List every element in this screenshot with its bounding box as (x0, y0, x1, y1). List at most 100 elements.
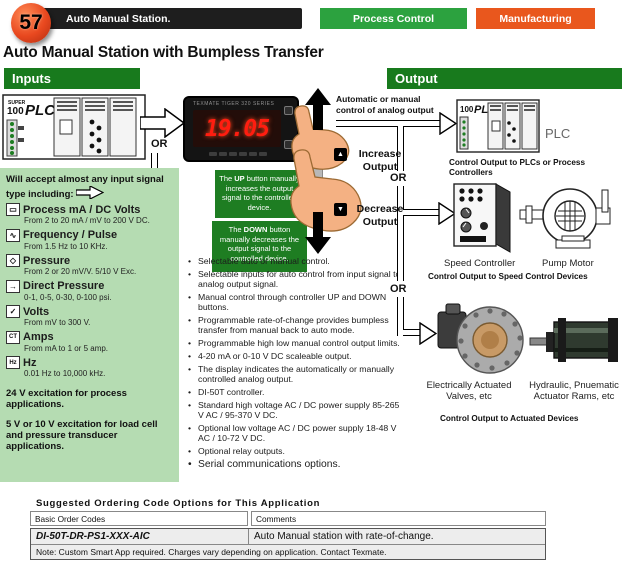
connector-v2 (397, 186, 404, 281)
signal-range: From 2 to 20 mA / mV to 200 V DC. (24, 216, 150, 225)
station-title-bar: Auto Manual Station. (30, 8, 302, 29)
accept-arrow-icon (75, 184, 105, 200)
signal-type-row: Hz Hz 0.01 Hz to 10,000 kHz. (6, 356, 174, 379)
ordering-table-header: Basic Order Codes Comments (30, 511, 546, 526)
output-plc-graphic: 100 PLC (456, 99, 540, 153)
output-plc-num: 100 (460, 105, 474, 114)
inputs-header-label: Inputs (12, 71, 51, 86)
speed-controller-label: Speed Controller (444, 258, 516, 269)
valves-label: Electrically Actuated Valves, etc (426, 380, 512, 402)
process-control-tag-label: Process Control (352, 12, 435, 25)
inputs-panel: Will accept almost any input signal type… (0, 168, 179, 482)
caption-speed: Control Output to Speed Control Devices (428, 272, 588, 281)
manufacturing-tag-label: Manufacturing (499, 12, 572, 25)
signal-name: Volts (23, 305, 50, 318)
feature-item: 4-20 mA or 0-10 V DC scaleable output. (184, 351, 402, 362)
order-comment: Auto Manual station with rate-of-change. (254, 531, 434, 542)
output-header-label: Output (395, 71, 438, 86)
excitation-note-24v: 24 V excitation for process applications… (6, 387, 127, 410)
page-number-badge: 57 (11, 3, 51, 43)
meter-brand-text: TEXMATE TIGER 320 SERIES (193, 101, 275, 107)
caption-plc: Control Output to PLCs or Process Contro… (449, 158, 586, 177)
accept-note-text: Will accept almost any input signal type… (6, 174, 164, 200)
meter-display-value: 19.05 (204, 115, 270, 142)
feature-list: Selectable auto or manual control. Selec… (184, 256, 402, 473)
plc-brand-num: 100 (7, 106, 24, 117)
signal-name: Hz (23, 356, 37, 369)
decrease-output-label: Decrease Output (356, 203, 404, 228)
ordering-table-body: DI-50T-DR-PS1-XXX-AIC Auto Manual statio… (30, 528, 546, 560)
output-or2-label: OR (390, 283, 407, 295)
volts-check-icon: ✓ (6, 305, 20, 318)
table-row: DI-50T-DR-PS1-XXX-AIC Auto Manual statio… (31, 529, 545, 544)
meter-up-button (284, 106, 293, 115)
page-number: 57 (19, 11, 43, 34)
signal-name: Direct Pressure (23, 280, 105, 292)
feature-item: Standard high voltage AC / DC power supp… (184, 400, 402, 421)
connector-valve-branch (403, 329, 420, 336)
up-note-key: UP (234, 174, 245, 183)
signal-range: 0-1, 0-5, 0-30, 0-100 psi. (24, 292, 112, 302)
actuator-ram-graphic (529, 318, 618, 362)
panel-meter-icon: ▭ (6, 203, 20, 216)
accept-note: Will accept almost any input signal type… (6, 174, 172, 200)
signal-type-row: ◇ Pressure From 2 or 20 mV/V. 5/10 V Exc… (6, 254, 174, 277)
meter-display: 19.05 (193, 110, 281, 147)
decrease-arrow-icon: ▼ (334, 203, 347, 216)
big-up-arrow-icon (305, 88, 331, 130)
arrowhead-to-plc-icon (439, 112, 457, 135)
ordering-table: Basic Order Codes Comments DI-50T-DR-PS1… (30, 511, 546, 560)
signal-type-row: → Direct Pressure 0-1, 0-5, 0-30, 0-100 … (6, 279, 174, 303)
up-note-post: button manually increases the output sig… (221, 174, 300, 212)
big-down-arrow-icon (305, 212, 331, 254)
signal-range: From mA to 1 or 5 amp. (24, 343, 109, 353)
signal-type-row: CT Amps From mA to 1 or 5 amp. (6, 330, 174, 354)
feature-item: Serial communications options. (184, 459, 402, 471)
plc-brand-name: PLC (25, 102, 56, 119)
inputs-section-header: Inputs (2, 68, 140, 89)
pulse-wave-icon: ∿ (6, 228, 20, 242)
plc-label: PLC (545, 126, 571, 141)
signal-range: From mV to 300 V. (24, 318, 91, 327)
connector-v1 (397, 126, 404, 171)
signal-name: Pressure (23, 254, 71, 267)
feature-item: Programmable high low manual control out… (184, 338, 402, 349)
caption-actuated: Control Output to Actuated Devices (440, 414, 579, 423)
connector-top-line (336, 120, 440, 127)
plc-brand-small: SUPER (8, 100, 26, 106)
feature-item: Optional low voltage AC / DC power suppl… (184, 423, 402, 444)
increase-output-label: Increase Output (358, 148, 402, 173)
feature-item: Selectable auto or manual control. (184, 256, 402, 267)
signal-name: Process mA / DC Volts (23, 203, 141, 216)
input-plc-graphic: SUPER 100 PLC (2, 94, 146, 160)
signal-range: From 2 or 20 mV/V. 5/10 V Exc. (24, 267, 137, 276)
plc-modules (53, 97, 137, 157)
increase-arrow-icon: ▲ (334, 148, 347, 161)
page-title: Auto Manual Station with Bumpless Transf… (3, 44, 324, 61)
signal-type-row: ∿ Frequency / Pulse From 1.5 Hz to 10 KH… (6, 228, 174, 252)
signal-type-row: ▭ Process mA / DC Volts From 2 to 20 mA … (6, 203, 174, 226)
decrease-output-row: ▼ Decrease Output (334, 203, 409, 228)
signal-name: Frequency / Pulse (23, 229, 118, 241)
column-basic-order-codes: Basic Order Codes (30, 511, 248, 526)
hertz-icon: Hz (6, 356, 20, 369)
signal-range: From 1.5 Hz to 10 KHz. (24, 241, 108, 251)
pump-motor-label: Pump Motor (542, 258, 594, 269)
input-to-meter-arrow-icon (140, 108, 186, 138)
auto-manual-note: Automatic or manual control of analog ou… (336, 94, 434, 115)
manufacturing-tag[interactable]: Manufacturing (476, 8, 595, 29)
feature-item: Manual control through controller UP and… (184, 292, 402, 313)
speed-controller-graphic (453, 183, 511, 253)
input-or-label: OR (151, 138, 168, 150)
process-control-tag[interactable]: Process Control (320, 8, 467, 29)
direct-pressure-icon: → (6, 279, 20, 293)
feature-item: Optional relay outputs. (184, 446, 402, 457)
increase-output-row: ▲ Increase Output (334, 148, 409, 173)
output-or1-label: OR (390, 172, 407, 184)
rams-label: Hydraulic, Pnuematic Actuator Rams, etc (529, 380, 619, 402)
signal-range: 0.01 Hz to 10,000 kHz. (24, 369, 106, 378)
feature-item: DI-50T controller. (184, 387, 402, 398)
order-note: Note: Custom Smart App required. Charges… (31, 544, 545, 559)
signal-type-row: ✓ Volts From mV to 300 V. (6, 305, 174, 328)
plc-terminal-block (6, 119, 24, 157)
